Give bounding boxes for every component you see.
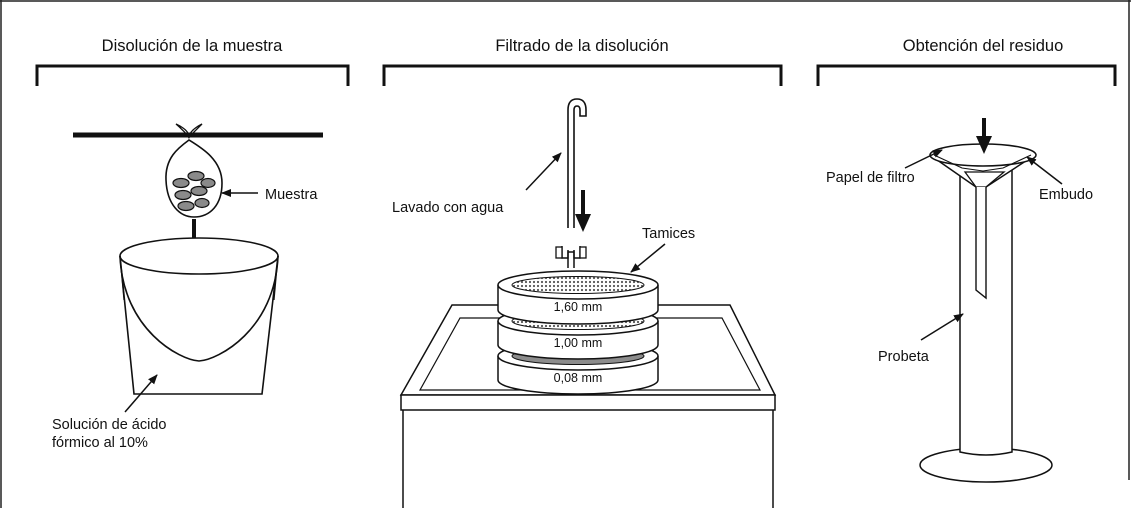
panel-filtering: Filtrado de la disolución Lavado con agu… <box>382 37 783 508</box>
sample-bag <box>165 123 223 218</box>
panel-title-residue: Obtención del residuo <box>903 37 1064 55</box>
lavado-pointer <box>525 152 562 191</box>
tamices-pointer <box>630 243 666 273</box>
label-lavado: Lavado con agua <box>392 200 504 216</box>
label-tamices: Tamices <box>642 226 695 242</box>
label-sieve-2: 1,00 mm <box>554 336 603 350</box>
papel-pointer <box>904 149 943 169</box>
faucet <box>555 98 587 268</box>
embudo-pointer <box>1026 156 1063 185</box>
water-arrow <box>575 190 591 232</box>
label-muestra: Muestra <box>265 187 318 203</box>
bracket-filtering <box>382 64 783 86</box>
probeta-pointer <box>920 313 964 341</box>
bracket-dissolution <box>35 64 350 86</box>
label-sieve-1: 1,60 mm <box>554 300 603 314</box>
bucket <box>119 237 279 395</box>
panel-title-dissolution: Disolución de la muestra <box>102 37 283 55</box>
panel-dissolution: Disolución de la muestra Muestra <box>35 37 350 451</box>
label-embudo: Embudo <box>1039 187 1093 203</box>
label-solucion-line2: fórmico al 10% <box>52 435 148 451</box>
panel-residue: Obtención del residuo Papel de filtro Em… <box>816 37 1117 483</box>
bracket-residue <box>816 64 1117 86</box>
panel-title-filtering: Filtrado de la disolución <box>495 37 668 55</box>
sieve-mesh-1 <box>511 276 645 294</box>
label-papel: Papel de filtro <box>826 170 915 186</box>
label-sieve-3: 0,08 mm <box>554 371 603 385</box>
down-arrow-funnel <box>976 118 992 154</box>
label-probeta: Probeta <box>878 349 930 365</box>
label-solucion-line1: Solución de ácido <box>52 417 166 433</box>
cylinder <box>919 160 1053 483</box>
solucion-pointer <box>124 374 158 413</box>
funnel <box>929 143 1037 300</box>
sieve-stack <box>497 270 659 395</box>
